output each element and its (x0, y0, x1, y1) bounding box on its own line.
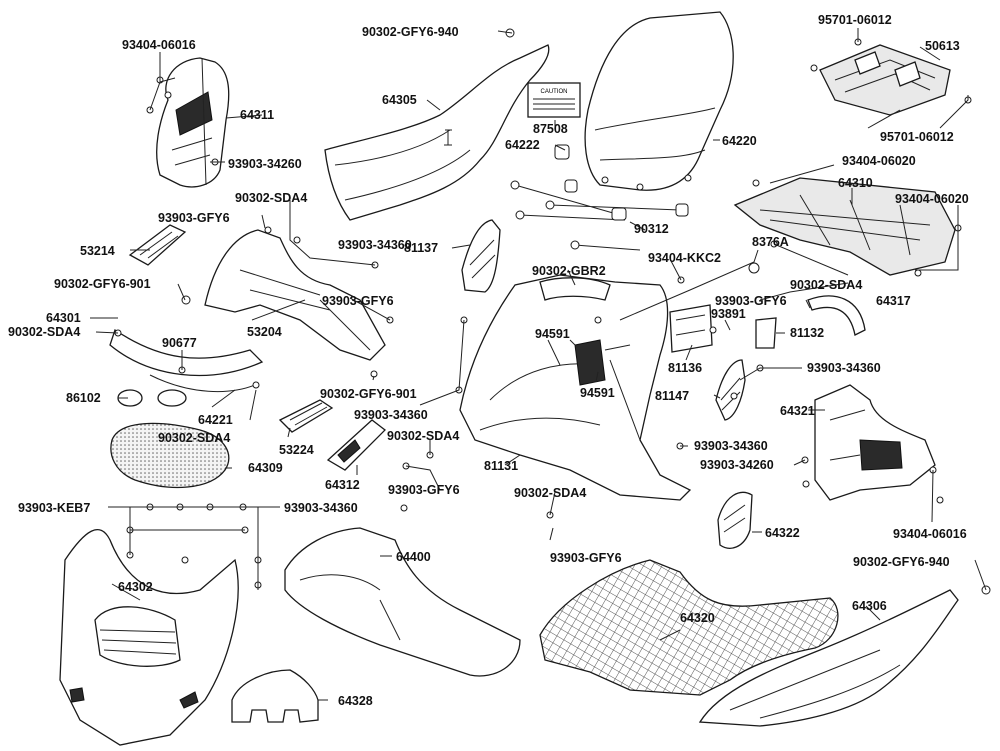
label-64317: 64317 (876, 294, 911, 308)
label-81136: 81136 (668, 361, 702, 375)
label-87508: 87508 (533, 122, 568, 136)
label-95701-06012-b: 95701-06012 (880, 130, 954, 144)
part-81131-leg-shield (459, 274, 692, 501)
part-53204-center-panel (204, 229, 386, 361)
label-8376a: 8376A (752, 235, 789, 249)
label-53204: 53204 (247, 325, 282, 339)
label-53214: 53214 (80, 244, 115, 258)
label-93903-34360-a: 93903-34360 (338, 238, 412, 252)
part-87508-sticker: CAUTION (527, 82, 581, 118)
label-64305: 64305 (382, 93, 417, 107)
label-93404-06016-b: 93404-06016 (893, 527, 967, 541)
part-90312-screws (510, 144, 689, 251)
label-64310: 64310 (838, 176, 873, 190)
label-93903-gfy6-c: 93903-GFY6 (388, 483, 460, 497)
label-93903-gfy6-b: 93903-GFY6 (322, 294, 394, 308)
label-81131: 81131 (484, 459, 518, 473)
label-94591-a: 94591 (535, 327, 570, 341)
part-53214-grille (128, 224, 187, 266)
label-90302-sda4-d: 90302-SDA4 (387, 429, 459, 443)
label-64302: 64302 (118, 580, 153, 594)
label-93404-06020-a: 93404-06020 (842, 154, 916, 168)
part-53224-grille (278, 399, 334, 433)
part-64306-side-cover (698, 589, 959, 727)
label-90302-sda4-c: 90302-SDA4 (158, 431, 230, 445)
label-93903-34360-d: 93903-34360 (694, 439, 768, 453)
label-93903-34360-c: 93903-34360 (807, 361, 881, 375)
part-64317-trim (807, 295, 866, 336)
label-64328: 64328 (338, 694, 373, 708)
label-64400: 64400 (396, 550, 431, 564)
leader-lines (90, 28, 987, 701)
part-64220-windscreen (584, 11, 734, 191)
part-64301-trim (109, 328, 264, 392)
label-64220: 64220 (722, 134, 757, 148)
label-90302-gfy6-940-b: 90302-GFY6-940 (853, 555, 950, 569)
part-64400-lower-cover (284, 527, 521, 677)
part-64321-inner-panel (814, 384, 936, 501)
label-90302-sda4-f: 90302-SDA4 (514, 486, 586, 500)
label-93404-kkc2: 93404-KKC2 (648, 251, 721, 265)
part-64320-floor-mat (539, 559, 839, 696)
label-90302-sda4-a: 90302-SDA4 (235, 191, 307, 205)
part-64309-mat (110, 422, 230, 488)
label-64222: 64222 (505, 138, 540, 152)
part-50613-bracket (819, 44, 951, 116)
label-94591-b: 94591 (580, 386, 615, 400)
label-90302-sda4-b: 90302-SDA4 (8, 325, 80, 339)
label-90302-gfy6-901-a: 90302-GFY6-901 (54, 277, 151, 291)
label-93891: 93891 (711, 307, 746, 321)
part-64328-plate (231, 669, 319, 723)
part-64312-panel (326, 419, 386, 471)
label-64306: 64306 (852, 599, 887, 613)
part-64310-floor-panel (733, 177, 956, 276)
label-93404-06016-a: 93404-06016 (122, 38, 196, 52)
label-90312: 90312 (634, 222, 669, 236)
label-81132: 81132 (790, 326, 824, 340)
label-81137: 81137 (404, 241, 438, 255)
part-86102-emblem (117, 389, 187, 407)
part-64302-front-shield (59, 528, 239, 746)
label-93903-gfy6-d: 93903-GFY6 (715, 294, 787, 308)
label-95701-06012-a: 95701-06012 (818, 13, 892, 27)
part-81137-grille (461, 219, 501, 293)
part-64322-cover (717, 491, 753, 549)
label-50613: 50613 (925, 39, 960, 53)
label-86102: 86102 (66, 391, 101, 405)
label-64221: 64221 (198, 413, 233, 427)
label-90302-sda4-e: 90302-SDA4 (790, 278, 862, 292)
label-81147: 81147 (655, 389, 689, 403)
label-93903-34260-b: 93903-34260 (700, 458, 774, 472)
part-81136-cover (669, 304, 713, 353)
label-93903-gfy6-e: 93903-GFY6 (550, 551, 622, 565)
label-90302-gbr2: 90302-GBR2 (532, 264, 606, 278)
label-93404-06020-b: 93404-06020 (895, 192, 969, 206)
label-64311: 64311 (240, 108, 274, 122)
label-64301: 64301 (46, 311, 81, 325)
label-93903-gfy6-a: 93903-GFY6 (158, 211, 230, 225)
part-64305-side-panel (324, 44, 550, 221)
label-64322: 64322 (765, 526, 800, 540)
part-81147-grille (715, 359, 746, 421)
label-93903-34360-b: 93903-34360 (354, 408, 428, 422)
part-64311-rear-panel (156, 57, 230, 188)
part-81132-bracket (755, 317, 777, 349)
label-93903-keb7: 93903-KEB7 (18, 501, 90, 515)
label-93903-34260-a: 93903-34260 (228, 157, 302, 171)
label-53224: 53224 (279, 443, 314, 457)
label-64321: 64321 (780, 404, 815, 418)
label-90302-gfy6-940-a: 90302-GFY6-940 (362, 25, 459, 39)
part-labels: 93404-06016 64311 93903-34260 90302-GFY6… (8, 13, 969, 708)
label-90677: 90677 (162, 336, 197, 350)
label-90302-gfy6-901-b: 90302-GFY6-901 (320, 387, 417, 401)
sticker-caution-text: CAUTION (541, 89, 568, 95)
label-64312: 64312 (325, 478, 360, 492)
label-93903-34360-e: 93903-34360 (284, 501, 358, 515)
label-64320: 64320 (680, 611, 715, 625)
label-64309: 64309 (248, 461, 283, 475)
